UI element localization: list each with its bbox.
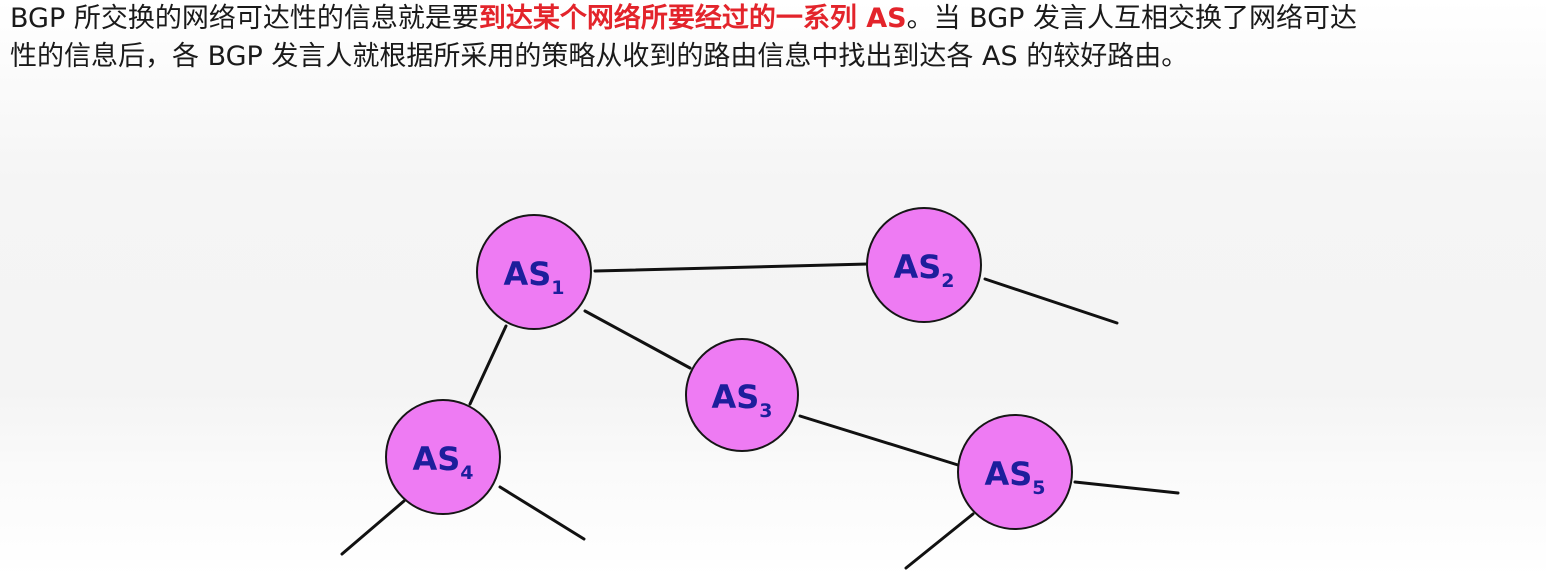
caption-line1-end: 。当 BGP 发言人互相交换了网络可达 — [906, 3, 1358, 34]
edge-as4-outbound-left — [340, 499, 406, 556]
as-node-1: AS1 — [476, 214, 592, 330]
as-node-2: AS2 — [866, 207, 982, 323]
as-node-2-label: AS2 — [893, 248, 954, 292]
as-node-3: AS3 — [685, 338, 799, 452]
as-node-1-circle — [476, 214, 592, 330]
edge-as1-as3 — [583, 309, 692, 370]
as-node-4-label: AS4 — [412, 440, 473, 484]
as-node-5-circle — [957, 414, 1073, 530]
caption-line2: 性的信息后，各 BGP 发言人就根据所采用的策略从收到的路由信息中找出到达各 A… — [10, 41, 1189, 72]
as-node-5-label: AS5 — [984, 455, 1045, 499]
edge-as1-as2 — [593, 262, 870, 273]
as-node-2-circle — [866, 207, 982, 323]
edge-as4-outbound-right — [498, 485, 586, 541]
edge-as1-as4 — [468, 324, 508, 406]
as-node-3-label: AS3 — [711, 378, 772, 422]
edge-as5-outbound-left — [904, 512, 975, 570]
as-node-4: AS4 — [385, 399, 501, 515]
edge-as3-as5 — [798, 414, 960, 467]
edge-as5-outbound-right — [1073, 480, 1180, 495]
caption-highlight: 到达某个网络所要经过的一系列 AS — [478, 3, 907, 34]
as-node-3-circle — [685, 338, 799, 452]
as-node-1-label: AS1 — [503, 255, 564, 299]
as-node-5: AS5 — [957, 414, 1073, 530]
as-node-4-circle — [385, 399, 501, 515]
caption: BGP 所交换的网络可达性的信息就是要到达某个网络所要经过的一系列 AS。当 B… — [10, 0, 1540, 76]
caption-line1-start: BGP 所交换的网络可达性的信息就是要 — [10, 3, 479, 34]
edge-as2-outbound — [983, 277, 1119, 325]
